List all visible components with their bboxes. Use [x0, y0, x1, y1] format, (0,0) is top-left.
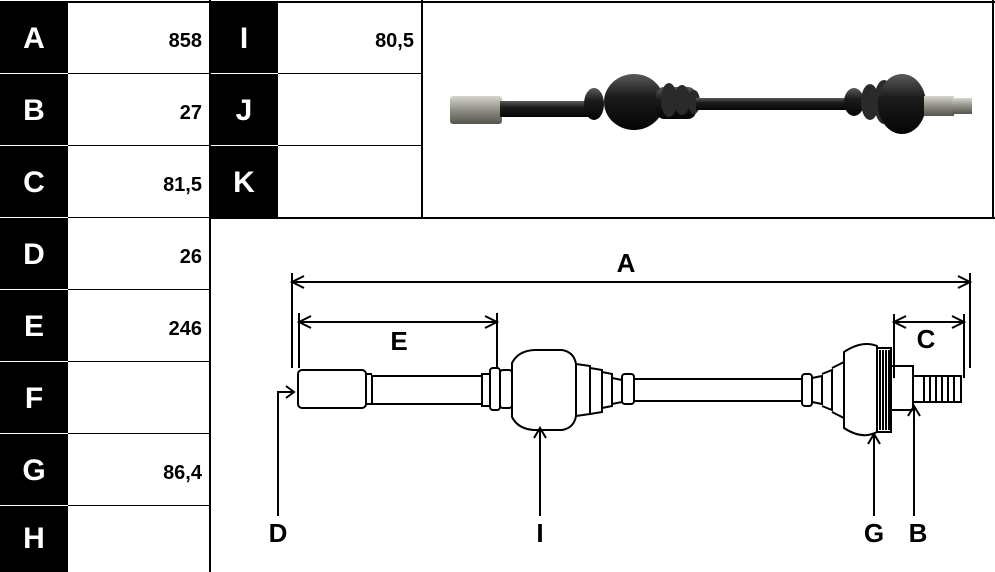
spec-row-k: K [210, 146, 422, 219]
spec-row-c: C 81,5 [0, 146, 210, 219]
spec-value-c: 81,5 [163, 174, 202, 196]
spec-value-g: 86,4 [163, 462, 202, 484]
grid-line-top [0, 1, 995, 3]
spec-key-j: J [210, 74, 278, 147]
drawing-label-a: A [617, 248, 636, 278]
spec-key-c: C [0, 146, 68, 219]
spec-value-e: 246 [168, 318, 202, 340]
spec-value-f [68, 362, 208, 435]
grid-line [210, 145, 278, 146]
grid-line [0, 217, 68, 218]
grid-line [210, 73, 278, 74]
spec-key-e: E [0, 290, 68, 363]
grid-line [0, 289, 68, 290]
spec-row-i: I 80,5 [210, 2, 422, 75]
spec-key-h: H [0, 506, 68, 572]
spec-row-a: A 858 [0, 2, 210, 75]
drawing-label-i: I [536, 518, 543, 548]
spec-key-i: I [210, 2, 278, 75]
spec-row-h: H [0, 506, 210, 572]
spec-value-d: 26 [179, 246, 202, 268]
shaft-outline [297, 343, 962, 437]
spec-key-g: G [0, 434, 68, 507]
spec-key-f: F [0, 362, 68, 435]
grid-line [278, 145, 422, 146]
dimension-e [296, 313, 500, 368]
grid-line [68, 145, 210, 146]
spec-row-g: G 86,4 [0, 434, 210, 507]
spec-row-b: B 27 [0, 74, 210, 147]
drawing-label-b: B [909, 518, 928, 548]
grid-line-vertical [421, 0, 423, 218]
spec-row-d: D 26 [0, 218, 210, 291]
grid-line [68, 73, 210, 74]
spec-row-f: F [0, 362, 210, 435]
driveshaft-photo [450, 74, 972, 134]
spec-value-k [278, 146, 420, 219]
spec-value-a: 858 [168, 30, 202, 52]
drawing-label-d: D [269, 518, 288, 548]
drawing-label-e: E [390, 326, 407, 356]
grid-line-vertical [992, 0, 994, 218]
grid-line [0, 433, 68, 434]
spec-key-a: A [0, 2, 68, 75]
grid-line [68, 361, 210, 362]
spec-row-e: E 246 [0, 290, 210, 363]
spec-value-b: 27 [179, 102, 202, 124]
drawing-label-c: C [917, 324, 936, 354]
grid-line [0, 145, 68, 146]
leader-lines [277, 385, 921, 516]
driveshaft-drawing: A E C D I G B [269, 248, 973, 548]
grid-line [68, 289, 210, 290]
grid-line [68, 433, 210, 434]
grid-line-vertical [209, 0, 211, 572]
spec-key-b: B [0, 74, 68, 147]
spec-value-j [278, 74, 420, 147]
grid-line [210, 217, 995, 219]
grid-line [0, 361, 68, 362]
grid-line [0, 505, 68, 506]
grid-line [0, 73, 68, 74]
spec-value-i: 80,5 [375, 30, 414, 52]
spec-value-h [68, 506, 208, 572]
dimension-a [289, 273, 973, 368]
spec-key-d: D [0, 218, 68, 291]
spec-key-k: K [210, 146, 278, 219]
photo-shaft [450, 74, 972, 134]
grid-line [68, 217, 210, 218]
dimension-c [891, 314, 967, 378]
spec-row-j: J [210, 74, 422, 147]
drawing-label-g: G [864, 518, 884, 548]
grid-line [68, 505, 210, 506]
grid-line [278, 73, 422, 74]
